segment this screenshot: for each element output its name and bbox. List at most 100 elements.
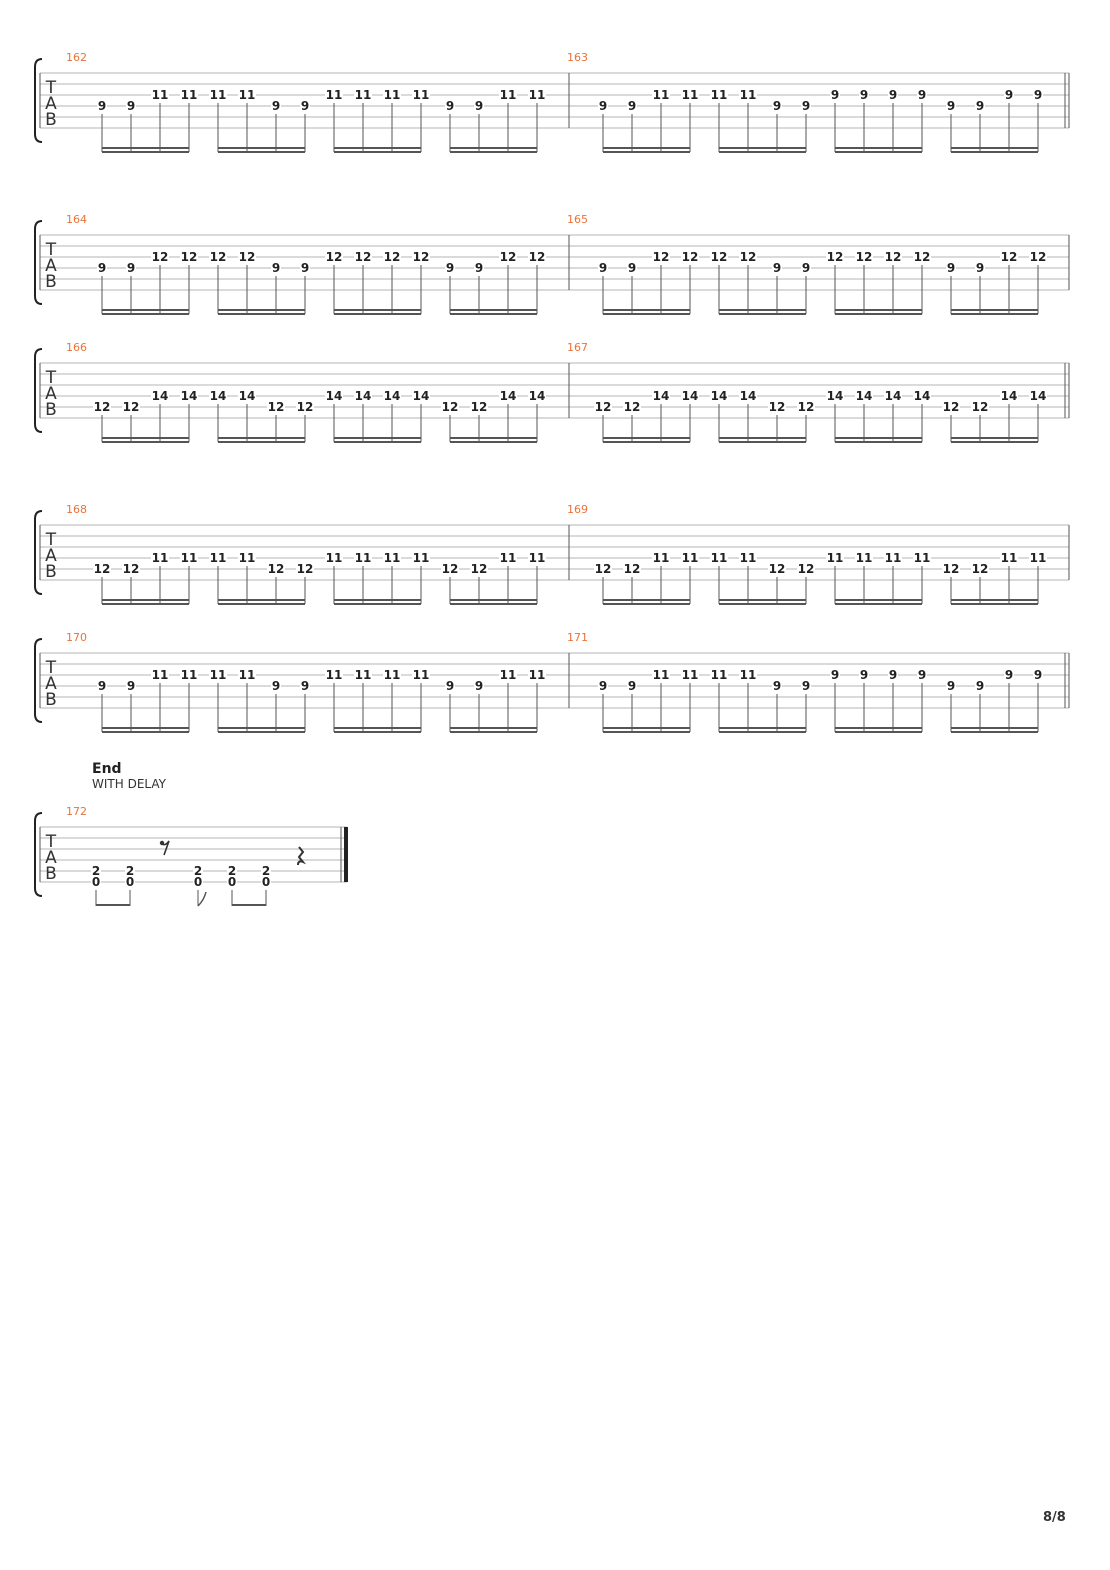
fret-bg: [383, 669, 401, 681]
fret-bg: [1029, 552, 1047, 564]
beam: [835, 731, 922, 733]
fret-bg: [913, 390, 931, 402]
beam: [450, 313, 537, 315]
page-number: 8/8: [1043, 1510, 1066, 1525]
fret-number: 9: [475, 679, 483, 693]
fret-number: 9: [628, 679, 636, 693]
fret-bg: [801, 100, 811, 112]
fret-number: 11: [740, 668, 757, 682]
fret-bg: [975, 262, 985, 274]
fret-bg: [383, 251, 401, 263]
system-bracket: [34, 58, 43, 143]
fret-bg: [227, 865, 237, 877]
fret-bg: [499, 552, 517, 564]
fret-bg: [91, 876, 101, 888]
fret-bg: [917, 89, 927, 101]
fret-number: 11: [1001, 551, 1018, 565]
fret-bg: [93, 563, 111, 575]
fret-number: 11: [210, 88, 227, 102]
fret-bg: [710, 669, 728, 681]
fret-bg: [412, 669, 430, 681]
beam: [102, 603, 189, 605]
fret-number: 9: [976, 679, 984, 693]
fret-number: 12: [442, 562, 459, 576]
fret-bg: [975, 100, 985, 112]
fret-bg: [193, 865, 203, 877]
fret-number: 12: [123, 562, 140, 576]
tab-clef-letter: B: [45, 864, 57, 884]
fret-number: 2: [92, 864, 100, 878]
fret-number: 12: [210, 250, 227, 264]
fret-number: 12: [94, 562, 111, 576]
fret-number: 9: [918, 668, 926, 682]
fret-number: 11: [384, 88, 401, 102]
fret-number: 12: [471, 562, 488, 576]
fret-number: 11: [500, 551, 517, 565]
beam: [719, 599, 806, 601]
fret-number: 9: [475, 261, 483, 275]
fret-number: 9: [802, 261, 810, 275]
fret-number: 11: [682, 551, 699, 565]
beam: [334, 599, 421, 601]
fret-number: 11: [326, 668, 343, 682]
beam: [334, 731, 421, 733]
fret-number: 11: [413, 668, 430, 682]
fret-bg: [888, 669, 898, 681]
beam: [102, 727, 189, 729]
fret-bg: [122, 563, 140, 575]
tab-clef-letter: T: [45, 240, 57, 260]
beam: [102, 313, 189, 315]
fret-bg: [97, 262, 107, 274]
fret-bg: [441, 563, 459, 575]
fret-number: 12: [181, 250, 198, 264]
fret-bg: [594, 563, 612, 575]
beam: [835, 147, 922, 149]
fret-bg: [652, 669, 670, 681]
fret-bg: [627, 680, 637, 692]
fret-bg: [300, 680, 310, 692]
fret-bg: [474, 262, 484, 274]
fret-number: 0: [228, 875, 236, 889]
fret-number: 11: [239, 668, 256, 682]
beam: [334, 441, 421, 443]
fret-number: 11: [326, 88, 343, 102]
fret-bg: [1000, 390, 1018, 402]
fret-bg: [91, 865, 101, 877]
fret-number: 12: [943, 400, 960, 414]
fret-number: 9: [628, 99, 636, 113]
fret-number: 12: [384, 250, 401, 264]
eighth-rest-dot: [159, 840, 165, 846]
fret-bg: [913, 251, 931, 263]
fret-number: 11: [181, 668, 198, 682]
quarter-rest: [297, 846, 307, 866]
fret-number: 12: [624, 562, 641, 576]
measure-number: 171: [567, 631, 588, 644]
beam: [835, 313, 922, 315]
fret-bg: [325, 89, 343, 101]
fret-number: 0: [194, 875, 202, 889]
fret-bg: [623, 563, 641, 575]
beam: [102, 437, 189, 439]
fret-number: 12: [682, 250, 699, 264]
beam: [218, 437, 305, 439]
fret-bg: [598, 262, 608, 274]
fret-bg: [652, 89, 670, 101]
fret-bg: [271, 100, 281, 112]
fret-number: 9: [98, 261, 106, 275]
fret-bg: [296, 563, 314, 575]
tab-clef-letter: B: [45, 400, 57, 420]
fret-bg: [445, 680, 455, 692]
beam: [334, 309, 421, 311]
beam: [603, 147, 690, 149]
fret-bg: [768, 401, 786, 413]
fret-bg: [151, 669, 169, 681]
fret-number: 14: [355, 389, 372, 403]
fret-bg: [855, 251, 873, 263]
beam: [951, 731, 1038, 733]
fret-number: 11: [827, 551, 844, 565]
fret-bg: [412, 552, 430, 564]
fret-number: 0: [262, 875, 270, 889]
fret-bg: [772, 100, 782, 112]
beam: [951, 603, 1038, 605]
